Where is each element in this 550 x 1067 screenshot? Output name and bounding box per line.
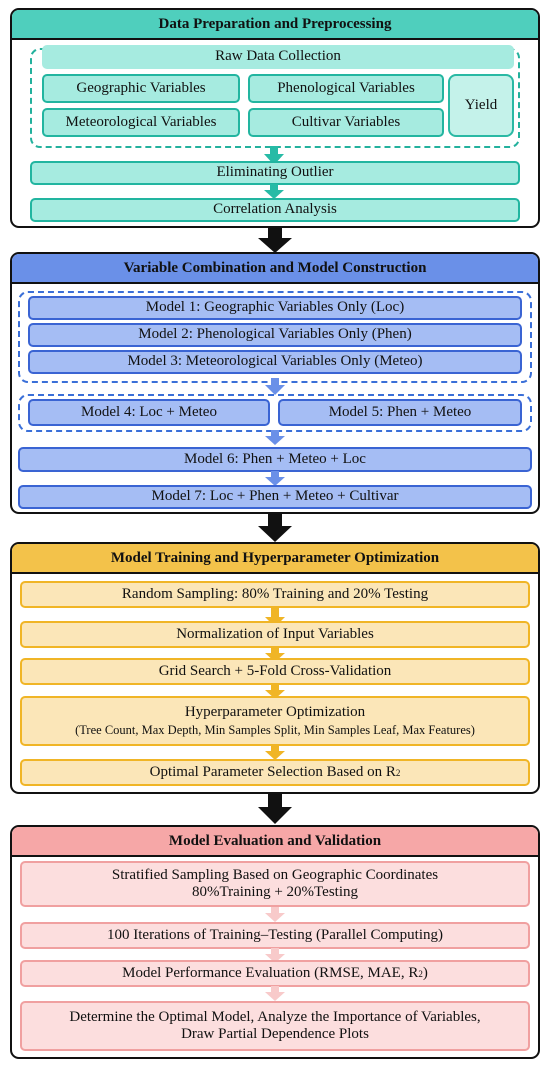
meteorological-variables-box: Meteorological Variables	[42, 108, 240, 137]
eliminating-outlier-box: Eliminating Outlier	[30, 161, 520, 185]
flow-arrow-icon	[258, 514, 292, 542]
amber-arrow-icon	[265, 647, 285, 662]
section-model-evaluation: Model Evaluation and Validation Stratifi…	[10, 825, 540, 1059]
flow-arrow-icon	[258, 794, 292, 824]
stratified-sampling-line-1: Stratified Sampling Based on Geographic …	[111, 866, 439, 883]
grid-search-box: Grid Search + 5-Fold Cross-Validation	[20, 658, 530, 685]
blue-arrow-icon	[265, 471, 285, 486]
teal-arrow-icon	[264, 146, 284, 165]
model-7-box: Model 7: Loc + Phen + Meteo + Cultivar	[18, 485, 532, 509]
section-data-preparation: Data Preparation and Preprocessing Raw D…	[10, 8, 540, 228]
yield-box: Yield	[448, 74, 514, 137]
raw-data-collection-box: Raw Data Collection	[42, 45, 514, 69]
pink-arrow-icon	[265, 948, 285, 963]
amber-arrow-icon	[265, 684, 285, 699]
iterations-box: 100 Iterations of Training–Testing (Para…	[20, 922, 530, 949]
performance-text-end: )	[422, 964, 428, 981]
amber-arrow-icon	[265, 745, 285, 760]
cultivar-variables-box: Cultivar Variables	[248, 108, 444, 137]
section-title: Model Training and Hyperparameter Optimi…	[12, 544, 538, 574]
geographic-variables-box: Geographic Variables	[42, 74, 240, 103]
model-3-box: Model 3: Meteorological Variables Only (…	[28, 350, 522, 374]
model-5-box: Model 5: Phen + Meteo	[278, 399, 522, 426]
blue-arrow-icon	[265, 378, 285, 395]
flow-arrow-icon	[258, 227, 292, 253]
correlation-analysis-box: Correlation Analysis	[30, 198, 520, 222]
optimal-model-line-1: Determine the Optimal Model, Analyze the…	[69, 1008, 481, 1025]
optimal-model-line-2: Draw Partial Dependence Plots	[181, 1026, 369, 1042]
blue-arrow-icon	[265, 430, 285, 445]
stratified-sampling-line-2: 80%Training + 20%Testing	[191, 884, 359, 900]
model-4-box: Model 4: Loc + Meteo	[28, 399, 270, 426]
pink-arrow-icon	[265, 986, 285, 1001]
model-6-box: Model 6: Phen + Meteo + Loc	[18, 447, 532, 472]
hyperparameter-optimization-box: Hyperparameter Optimization (Tree Count,…	[20, 696, 530, 746]
section-title: Data Preparation and Preprocessing	[12, 10, 538, 40]
hyperparameter-title: Hyperparameter Optimization	[184, 704, 366, 721]
optimal-parameter-text: Optimal Parameter Selection Based on R	[149, 763, 396, 780]
performance-text: Model Performance Evaluation (RMSE, MAE,…	[122, 964, 419, 981]
model-1-box: Model 1: Geographic Variables Only (Loc)	[28, 296, 522, 320]
section-title: Model Evaluation and Validation	[12, 827, 538, 857]
random-sampling-box: Random Sampling: 80% Training and 20% Te…	[20, 581, 530, 608]
phenological-variables-box: Phenological Variables	[248, 74, 444, 103]
section-model-training: Model Training and Hyperparameter Optimi…	[10, 542, 540, 794]
stratified-sampling-box: Stratified Sampling Based on Geographic …	[20, 861, 530, 907]
optimal-model-box: Determine the Optimal Model, Analyze the…	[20, 1001, 530, 1051]
model-2-box: Model 2: Phenological Variables Only (Ph…	[28, 323, 522, 347]
performance-evaluation-box: Model Performance Evaluation (RMSE, MAE,…	[20, 960, 530, 987]
pink-arrow-icon	[265, 907, 285, 922]
hyperparameter-list: (Tree Count, Max Depth, Min Samples Spli…	[75, 723, 475, 738]
teal-arrow-icon	[264, 184, 284, 199]
section-model-construction: Variable Combination and Model Construct…	[10, 252, 540, 514]
normalization-box: Normalization of Input Variables	[20, 621, 530, 648]
amber-arrow-icon	[265, 608, 285, 627]
section-title: Variable Combination and Model Construct…	[12, 254, 538, 284]
